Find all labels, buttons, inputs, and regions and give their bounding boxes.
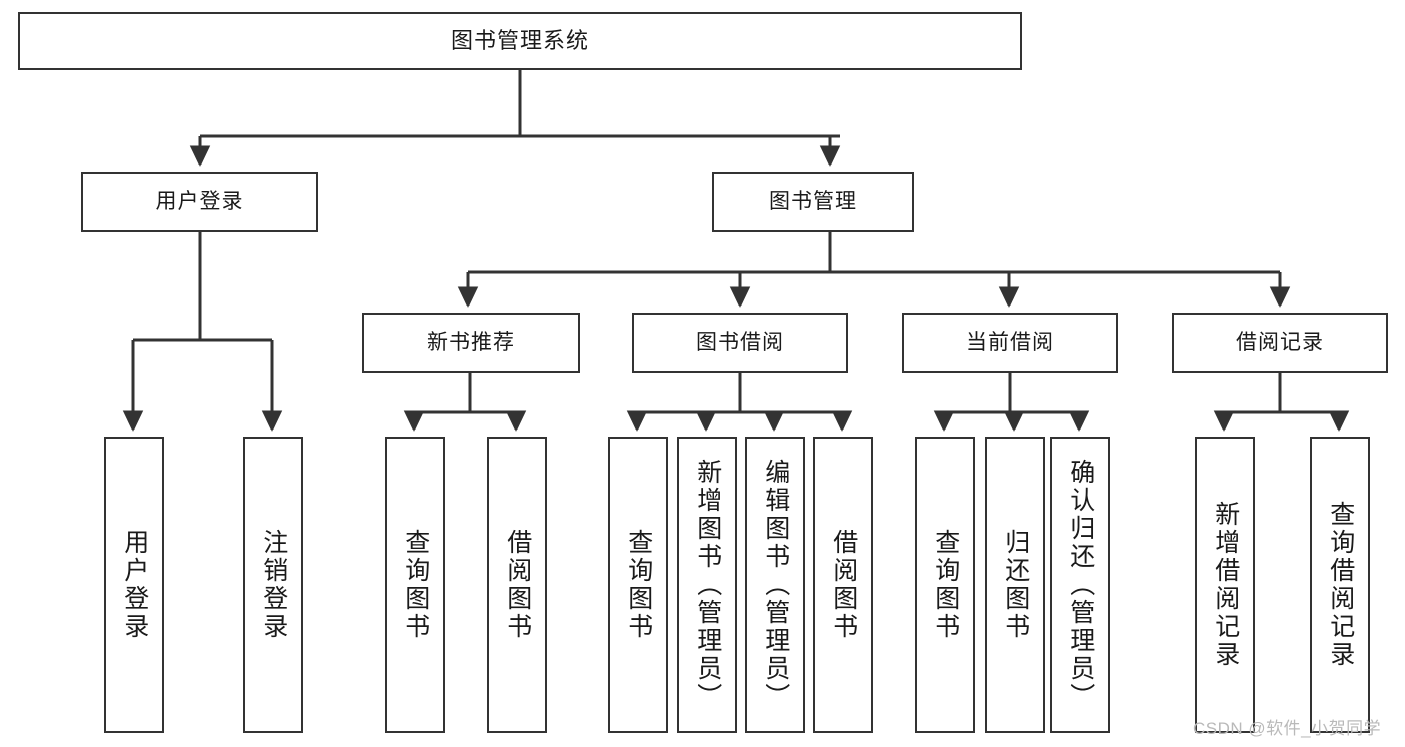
node-leaf-user-login[interactable]: 用户登录 [104, 437, 164, 733]
node-new-book-recommend[interactable]: 新书推荐 [362, 313, 580, 373]
node-label: 图书管理系统 [450, 28, 589, 54]
node-current-borrow[interactable]: 当前借阅 [902, 313, 1118, 373]
node-label: 借阅图书 [829, 529, 858, 641]
node-label: 图书借阅 [696, 330, 784, 354]
node-leaf-borrow-book[interactable]: 借阅图书 [813, 437, 873, 733]
node-label: 新增图书（管理员） [693, 459, 722, 711]
node-label: 查询借阅记录 [1326, 501, 1355, 669]
node-borrow-record[interactable]: 借阅记录 [1172, 313, 1388, 373]
node-label: 查询图书 [624, 529, 653, 641]
node-leaf-return-book[interactable]: 归还图书 [985, 437, 1045, 733]
node-leaf-query-book-new[interactable]: 查询图书 [385, 437, 445, 733]
node-label: 图书管理 [769, 189, 857, 213]
node-label: 借阅图书 [503, 529, 532, 641]
node-book-management[interactable]: 图书管理 [712, 172, 914, 232]
node-label: 新书推荐 [427, 330, 515, 354]
node-label: 当前借阅 [966, 330, 1054, 354]
node-label: 编辑图书（管理员） [761, 459, 790, 711]
node-leaf-edit-book-admin[interactable]: 编辑图书（管理员） [745, 437, 805, 733]
node-leaf-query-borrow-record[interactable]: 查询借阅记录 [1310, 437, 1370, 733]
node-leaf-logout[interactable]: 注销登录 [243, 437, 303, 733]
node-leaf-confirm-return-admin[interactable]: 确认归还（管理员） [1050, 437, 1110, 733]
node-leaf-query-book-current[interactable]: 查询图书 [915, 437, 975, 733]
node-label: 确认归还（管理员） [1066, 459, 1095, 711]
node-label: 查询图书 [931, 529, 960, 641]
watermark: CSDN @软件_小贺同学 [1193, 719, 1382, 738]
node-label: 注销登录 [259, 529, 288, 641]
node-leaf-borrow-book-new[interactable]: 借阅图书 [487, 437, 547, 733]
node-user-login[interactable]: 用户登录 [81, 172, 318, 232]
node-label: 归还图书 [1001, 529, 1030, 641]
node-label: 借阅记录 [1236, 330, 1324, 354]
node-leaf-add-book-admin[interactable]: 新增图书（管理员） [677, 437, 737, 733]
node-label: 用户登录 [155, 189, 244, 213]
node-label: 查询图书 [401, 529, 430, 641]
node-book-borrow[interactable]: 图书借阅 [632, 313, 848, 373]
node-leaf-query-book-borrow[interactable]: 查询图书 [608, 437, 668, 733]
node-label: 新增借阅记录 [1211, 501, 1240, 669]
node-root-system[interactable]: 图书管理系统 [18, 12, 1022, 70]
node-label: 用户登录 [120, 529, 149, 641]
node-leaf-add-borrow-record[interactable]: 新增借阅记录 [1195, 437, 1255, 733]
